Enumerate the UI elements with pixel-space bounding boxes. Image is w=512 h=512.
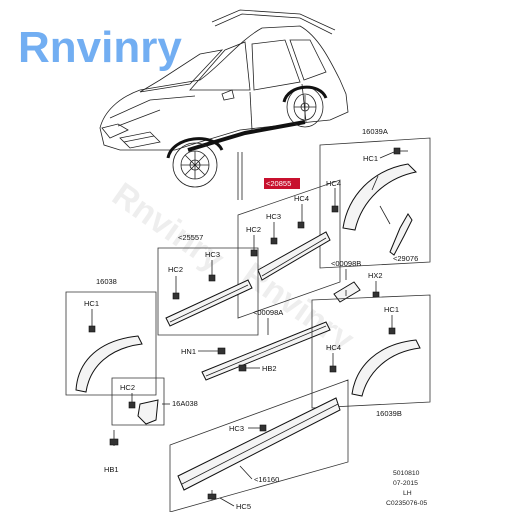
fastener-label-hc3[interactable]: HC3 — [266, 212, 281, 221]
mudflap-part[interactable] — [137, 399, 159, 425]
footer-date: 07-2015 — [393, 480, 418, 487]
part-label-16039A[interactable]: 16039A — [362, 127, 388, 136]
highlight-badge — [264, 178, 300, 189]
part-label-00098B[interactable]: <00098B — [331, 259, 361, 268]
clip-icon — [88, 325, 96, 333]
panel-16A038: HC2 16A038 — [111, 377, 198, 426]
fastener-label-hc2[interactable]: HC2 — [246, 225, 261, 234]
clip-icon — [393, 147, 401, 155]
clip-icon — [270, 237, 278, 245]
part-label-20855[interactable]: <20855 — [266, 179, 291, 188]
fastener-label-hc2[interactable]: HC2 — [120, 383, 135, 392]
fastener-label-hc3[interactable]: HC3 — [205, 250, 220, 259]
clip-icon — [128, 401, 136, 409]
panel-25557: <25557 HC2 HC3 — [157, 233, 259, 336]
panel-20855: <20855 HC4 HC3 HC2 — [237, 178, 341, 319]
footer-code: 5010810 — [393, 470, 420, 477]
part-label-00098A[interactable]: <00098A — [253, 308, 283, 317]
part-label-25557[interactable]: <25557 — [178, 233, 203, 242]
nut-icon — [217, 347, 226, 355]
group-00098B: <00098B HX2 — [331, 259, 383, 303]
fastener-label-hc5[interactable]: HC5 — [236, 502, 251, 511]
fastener-label-hx2[interactable]: HX2 — [368, 271, 383, 280]
fastener-label-hc4[interactable]: HC4 — [326, 179, 341, 188]
trim-strip[interactable] — [389, 213, 413, 256]
clip-icon — [172, 292, 180, 300]
door-moulding-rear[interactable] — [165, 279, 253, 327]
panel-16038: 16038 HC1 — [65, 277, 157, 396]
footer-ref: C0235076-05 — [386, 500, 427, 507]
part-label-16A038[interactable]: 16A038 — [172, 399, 198, 408]
watermark-text: Rnvinry — [18, 23, 182, 72]
fastener-label-hc4[interactable]: HC4 — [326, 343, 341, 352]
part-label-16038[interactable]: 16038 — [96, 277, 117, 286]
fastener-label-hc4[interactable]: HC4 — [294, 194, 309, 203]
clip-icon — [259, 424, 267, 432]
group-00098A: <00098A HN1 HB2 — [181, 308, 331, 381]
part-label-16160[interactable]: <16160 — [254, 475, 279, 484]
wheel-arch-moulding-rear[interactable] — [342, 163, 418, 231]
clip-icon — [250, 249, 258, 257]
part-label-29076[interactable]: <29076 — [393, 254, 418, 263]
panel-16039A: 16039A HC1 HC4 <29076 — [319, 127, 431, 269]
fastener-label-hb2[interactable]: HB2 — [262, 364, 277, 373]
fastener-label-hn1[interactable]: HN1 — [181, 347, 196, 356]
clip-icon — [208, 274, 216, 282]
fastener-label-hc1[interactable]: HC1 — [363, 154, 378, 163]
footer-side: LH — [403, 490, 412, 497]
vehicle-illustration — [99, 9, 349, 200]
clip-icon — [388, 327, 396, 335]
bolt-icon — [238, 364, 247, 372]
fastener-label-hc3[interactable]: HC3 — [229, 424, 244, 433]
fastener-label-hc2[interactable]: HC2 — [168, 265, 183, 274]
door-moulding-front[interactable] — [257, 231, 331, 281]
clip-icon — [331, 205, 339, 213]
clip-icon — [329, 365, 337, 373]
panel-16039B: HC1 HC4 16039B — [311, 294, 431, 418]
rocker-sill-cover[interactable] — [177, 397, 341, 491]
fastener-label-hc1[interactable]: HC1 — [384, 305, 399, 314]
screw-icon — [372, 291, 380, 298]
fastener-label-hb1[interactable]: HB1 — [104, 465, 119, 474]
group-hb1: HB1 — [104, 430, 119, 474]
diagram-footer: 5010810 07-2015 LH C0235076-05 — [386, 470, 427, 507]
screw-icon — [207, 493, 217, 500]
bracket-part[interactable] — [333, 281, 361, 303]
panel-16160: HC3 <16160 HC5 — [169, 379, 349, 512]
part-label-16039B[interactable]: 16039B — [376, 409, 402, 418]
clip-icon — [297, 221, 305, 229]
fastener-label-hc1[interactable]: HC1 — [84, 299, 99, 308]
bolt-icon — [109, 438, 119, 446]
wheel-arch-moulding-front[interactable] — [75, 335, 143, 393]
wheel-arch-moulding-rear-lower[interactable] — [351, 339, 421, 397]
